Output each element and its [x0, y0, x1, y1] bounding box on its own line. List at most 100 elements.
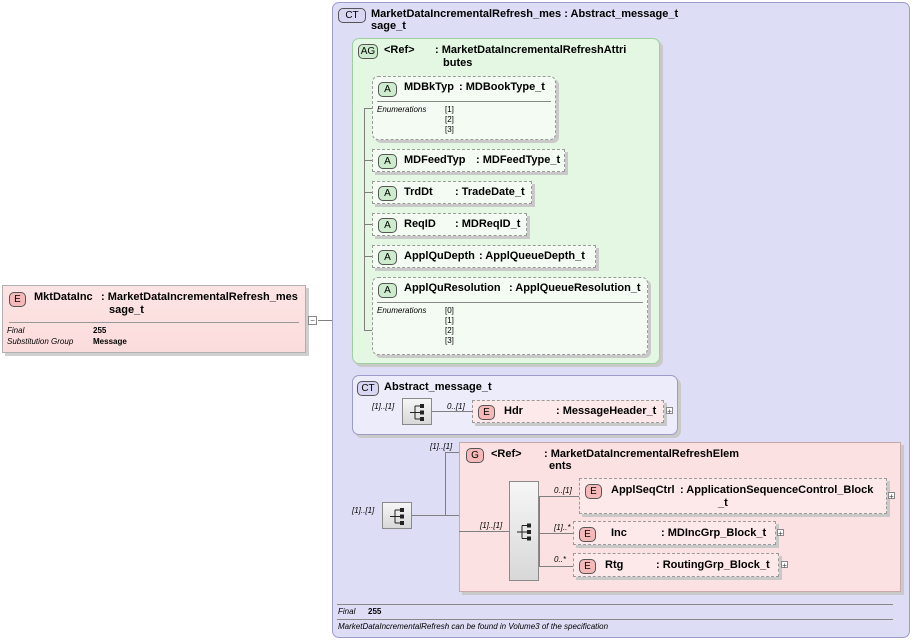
- connector: [539, 496, 579, 497]
- attribute-box[interactable]: A ApplQuDepth : ApplQueueDepth_t: [372, 245, 596, 268]
- attribute-group-name-cont: butes: [443, 57, 473, 69]
- connector: [364, 192, 372, 193]
- root-element-name: MktDataInc: [34, 291, 93, 303]
- element-group-name: : MarketDataIncrementalRefreshElem: [544, 448, 740, 460]
- attribute-name: MDBkTyp: [404, 81, 454, 93]
- attribute-badge: A: [378, 250, 397, 265]
- attribute-name: MDFeedTyp: [404, 154, 466, 166]
- sequence-compositor[interactable]: [382, 502, 412, 529]
- element-badge: E: [579, 559, 596, 574]
- element-badge: E: [478, 405, 495, 420]
- connector: [364, 108, 372, 109]
- expand-icon[interactable]: +: [777, 529, 784, 538]
- attribute-box[interactable]: A ApplQuResolution : ApplQueueResolution…: [372, 277, 648, 355]
- attribute-box[interactable]: A ReqID : MDReqID_t: [372, 213, 527, 236]
- group-badge: G: [466, 448, 484, 463]
- root-element-type-cont: sage_t: [109, 304, 144, 316]
- divider: [9, 322, 299, 323]
- element-badge: E: [9, 292, 26, 307]
- element-group-ref: <Ref>: [491, 448, 522, 460]
- attribute-group-name: : MarketDataIncrementalRefreshAttri: [435, 44, 627, 56]
- connector: [539, 533, 573, 534]
- enum-value: [3]: [445, 125, 454, 134]
- sequence-icon: [410, 404, 424, 421]
- connector: [445, 452, 446, 515]
- divider: [337, 619, 893, 620]
- connector: [539, 496, 540, 567]
- element-name: Inc: [611, 527, 627, 539]
- sequence-compositor[interactable]: [402, 398, 432, 425]
- enum-value: [0]: [445, 306, 454, 315]
- connector: [364, 224, 372, 225]
- connector: [412, 515, 459, 516]
- element-box[interactable]: E ApplSeqCtrl : ApplicationSequenceContr…: [579, 478, 887, 514]
- connector: [364, 330, 372, 331]
- sequence-compositor[interactable]: [509, 481, 539, 581]
- expand-icon[interactable]: +: [666, 407, 673, 416]
- prop-value: Message: [93, 337, 127, 346]
- attribute-badge: A: [378, 186, 397, 201]
- complex-type-title: MarketDataIncrementalRefresh_mes : Abstr…: [371, 8, 679, 20]
- complex-type-badge: CT: [338, 8, 366, 23]
- enumerations-label: Enumerations: [377, 306, 427, 315]
- abstract-message-title: Abstract_message_t: [384, 381, 492, 393]
- attribute-type: : MDBookType_t: [459, 81, 545, 93]
- cardinality-label: [1]..[1]: [430, 442, 453, 451]
- attribute-type: : TradeDate_t: [455, 186, 525, 198]
- connector: [432, 411, 472, 412]
- cardinality-label: [1]..[1]: [480, 521, 503, 530]
- cardinality-label: 0..*: [554, 555, 567, 564]
- connector: [445, 452, 459, 453]
- cardinality-label: 0..[1]: [447, 402, 465, 411]
- enumerations-label: Enumerations: [377, 105, 427, 114]
- element-type: : RoutingGrp_Block_t: [656, 559, 770, 571]
- prop-value: 255: [93, 326, 107, 335]
- attribute-group-badge: AG: [358, 44, 378, 59]
- root-element-type: : MarketDataIncrementalRefresh_mes: [101, 291, 298, 303]
- element-type: : MDIncGrp_Block_t: [661, 527, 767, 539]
- attribute-type: : ApplQueueDepth_t: [479, 250, 585, 262]
- cardinality-label: 0..[1]: [554, 486, 572, 495]
- cardinality-label: [1]..*: [554, 523, 571, 532]
- attribute-group-ref: <Ref>: [384, 44, 415, 56]
- element-type: : MessageHeader_t: [556, 405, 657, 417]
- connector: [459, 531, 509, 532]
- attribute-name: ApplQuResolution: [404, 282, 501, 294]
- expand-icon[interactable]: +: [888, 492, 895, 501]
- prop-key: Substitution Group: [7, 337, 74, 346]
- attribute-badge: A: [378, 82, 397, 97]
- footer-final-key: Final: [338, 607, 356, 616]
- attribute-name: TrdDt: [404, 186, 433, 198]
- element-name: ApplSeqCtrl: [611, 484, 675, 496]
- enum-value: [1]: [445, 316, 454, 325]
- cardinality-label: [1]..[1]: [352, 506, 375, 515]
- documentation-note: MarketDataIncrementalRefresh can be foun…: [338, 622, 609, 631]
- enum-value: [3]: [445, 336, 454, 345]
- connector: [539, 566, 573, 567]
- connector: [318, 320, 342, 321]
- attribute-badge: A: [378, 154, 397, 169]
- element-box[interactable]: E Hdr : MessageHeader_t: [472, 400, 664, 423]
- divider: [377, 101, 551, 102]
- expand-icon[interactable]: +: [781, 561, 788, 570]
- root-element-box[interactable]: E MktDataInc : MarketDataIncrementalRefr…: [2, 285, 306, 353]
- attribute-box[interactable]: A MDBkTyp : MDBookType_t Enumerations [1…: [372, 76, 556, 140]
- attribute-box[interactable]: A MDFeedTyp : MDFeedType_t: [372, 149, 565, 172]
- sequence-icon: [517, 523, 531, 541]
- divider: [377, 302, 643, 303]
- attribute-type: : MDReqID_t: [455, 218, 521, 230]
- element-name: Hdr: [504, 405, 523, 417]
- cardinality-label: [1]..[1]: [372, 402, 395, 411]
- collapse-toggle[interactable]: −: [308, 316, 317, 325]
- element-box[interactable]: E Rtg : RoutingGrp_Block_t: [573, 553, 779, 577]
- element-name: Rtg: [605, 559, 624, 571]
- enum-value: [2]: [445, 326, 454, 335]
- connector: [364, 256, 372, 257]
- attribute-box[interactable]: A TrdDt : TradeDate_t: [372, 181, 532, 204]
- connector: [364, 160, 372, 161]
- attribute-type: : ApplQueueResolution_t: [509, 282, 641, 294]
- connector: [364, 108, 365, 330]
- element-box[interactable]: E Inc : MDIncGrp_Block_t: [573, 521, 776, 545]
- complex-type-badge: CT: [357, 381, 379, 396]
- attribute-badge: A: [378, 218, 397, 233]
